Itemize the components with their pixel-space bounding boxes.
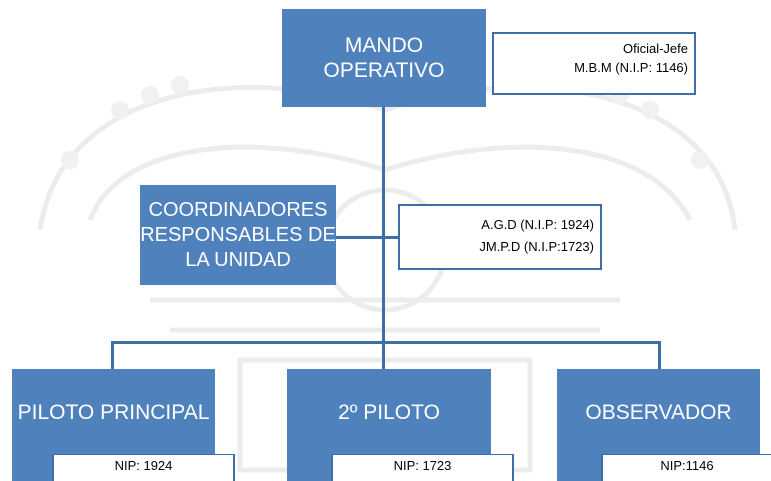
nip-label: NIP: 1924 bbox=[114, 458, 173, 473]
coordinadores-title-line1: COORDINADORES bbox=[148, 198, 328, 221]
connector-drop-right bbox=[658, 341, 661, 371]
coordinadores-info-line1: A.G.D (N.I.P: 1924) bbox=[481, 217, 594, 232]
coordinadores-title-line3: LA UNIDAD bbox=[185, 248, 291, 271]
role-nip-segundo-piloto: NIP: 1723 bbox=[331, 454, 514, 481]
coordinadores-info-box: A.G.D (N.I.P: 1924) JM.P.D (N.I.P:1723) bbox=[398, 204, 602, 270]
role-nip-piloto-principal: NIP: 1924 bbox=[52, 454, 235, 481]
nip-label: NIP:1146 bbox=[660, 458, 714, 473]
connector-drop-center bbox=[382, 341, 385, 371]
coordinadores-title-line2: RESPONSABLES DE bbox=[140, 223, 336, 246]
connector-main-vertical bbox=[382, 107, 385, 343]
mando-operativo-box: MANDO OPERATIVO bbox=[282, 9, 486, 107]
mando-title-line1: MANDO bbox=[344, 33, 424, 57]
mando-title-line2: OPERATIVO bbox=[323, 59, 445, 82]
role-title: OBSERVADOR bbox=[585, 401, 732, 425]
role-title: PILOTO PRINCIPAL bbox=[17, 401, 210, 425]
mando-info-box: Oficial-Jefe M.B.M (N.I.P: 1146) bbox=[492, 32, 696, 95]
connector-coordinadores bbox=[330, 236, 400, 239]
role-nip-observador: NIP:1146 bbox=[601, 454, 771, 481]
connector-horizontal-bar bbox=[111, 341, 661, 344]
connector-drop-left bbox=[111, 341, 114, 371]
mando-info-line2: M.B.M (N.I.P: 1146) bbox=[574, 60, 688, 75]
role-title: 2º PILOTO bbox=[338, 401, 440, 425]
coordinadores-box: COORDINADORES RESPONSABLES DE LA UNIDAD bbox=[140, 185, 336, 285]
coordinadores-info-line2: JM.P.D (N.I.P:1723) bbox=[479, 239, 594, 254]
mando-info-line1: Oficial-Jefe bbox=[622, 41, 688, 56]
nip-label: NIP: 1723 bbox=[393, 458, 452, 473]
